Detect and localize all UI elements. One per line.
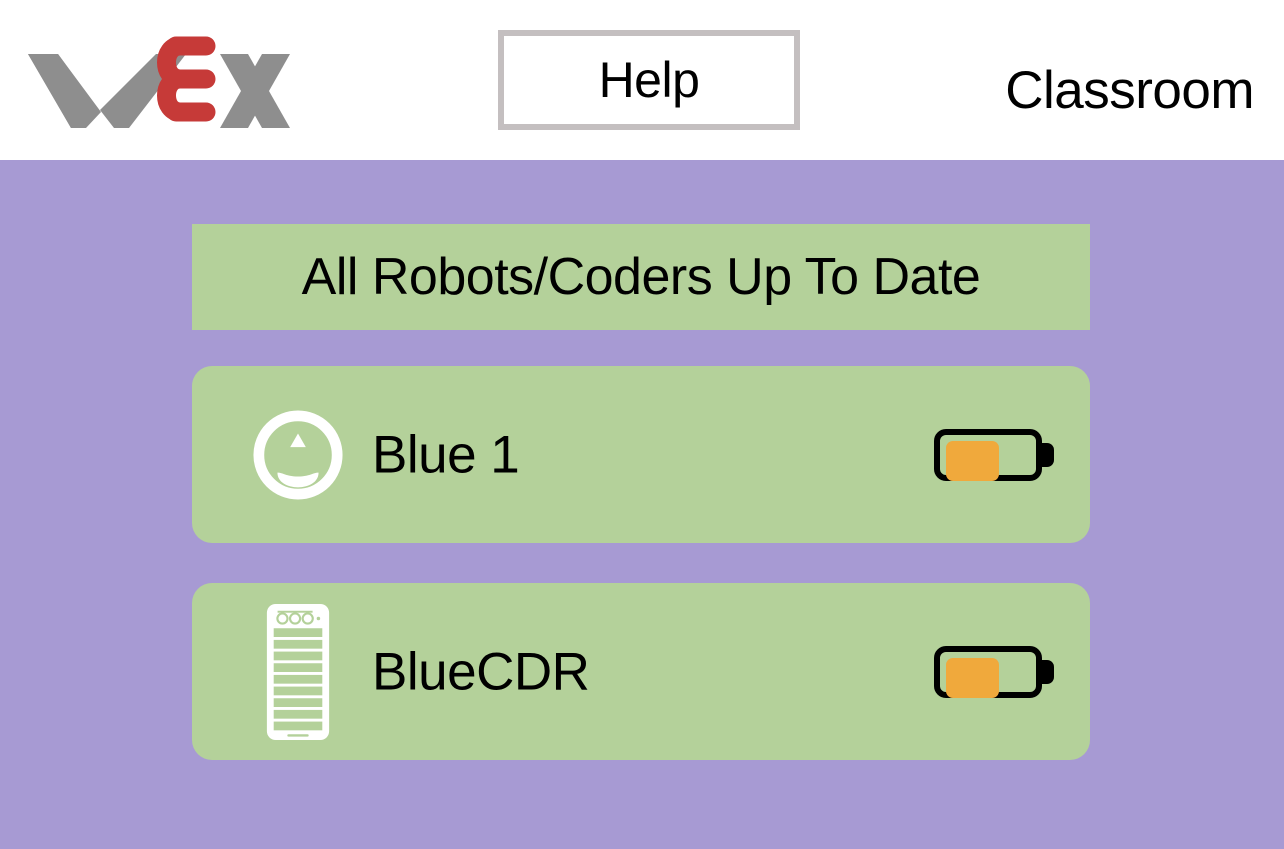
- battery-shell: [934, 428, 1042, 481]
- status-banner: All Robots/Coders Up To Date: [192, 224, 1090, 330]
- battery-shell: [934, 645, 1042, 698]
- battery-indicator: [934, 427, 1058, 483]
- vex-logo: [28, 32, 290, 128]
- device-row[interactable]: Blue 1: [192, 366, 1090, 543]
- status-banner-text: All Robots/Coders Up To Date: [301, 248, 981, 306]
- classroom-title: Classroom: [1005, 61, 1254, 120]
- vex-123-robot-icon: [250, 385, 346, 525]
- device-row[interactable]: BlueCDR: [192, 583, 1090, 760]
- main-content: All Robots/Coders Up To Date Blue 1: [0, 160, 1284, 849]
- battery-fill: [946, 657, 999, 698]
- device-name-label: Blue 1: [372, 425, 520, 484]
- help-button[interactable]: Help: [498, 30, 800, 130]
- app-header: Help Classroom: [0, 0, 1284, 160]
- vex-123-coder-icon: [250, 602, 346, 742]
- battery-nub-icon: [1040, 659, 1054, 684]
- device-name-label: BlueCDR: [372, 642, 590, 701]
- battery-fill: [946, 440, 999, 481]
- battery-indicator: [934, 644, 1058, 700]
- battery-nub-icon: [1040, 442, 1054, 467]
- help-button-label: Help: [598, 52, 700, 108]
